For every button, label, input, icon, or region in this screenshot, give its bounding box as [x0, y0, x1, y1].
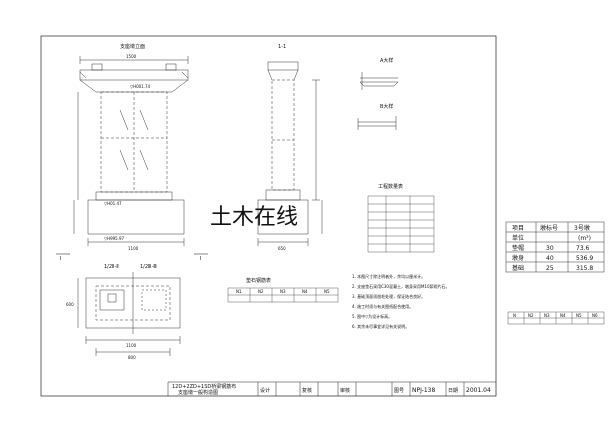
- drawing-no-value: NPJ-138: [412, 387, 435, 394]
- note-line: 4. 施工时须与有关图纸配合使用。: [352, 303, 413, 309]
- rebar-table: [227, 287, 339, 303]
- detail-a-drawing: [359, 72, 399, 90]
- section-base-dim: 650: [278, 246, 286, 251]
- approve-label: 审核: [340, 387, 350, 394]
- front-elevation-view: [73, 56, 189, 246]
- small-table-header: N4: [560, 313, 566, 318]
- note-line: 6. 其余未尽事宜详见有关说明。: [352, 323, 409, 329]
- note-line: 5. 图中▽为设计标高。: [352, 313, 392, 319]
- small-table-header: N2: [528, 313, 534, 318]
- date-value: 2001.04: [466, 387, 491, 394]
- qty-row-label: 基础: [512, 264, 524, 272]
- small-table-header: N5: [576, 313, 582, 318]
- elevation-top: ▽H001.74: [130, 84, 151, 89]
- detail-a-label: A大样: [380, 57, 393, 64]
- date-label: 日期: [448, 388, 458, 394]
- cap-width-dim: 1500: [126, 54, 137, 59]
- base-width-dim: 1100: [128, 246, 139, 251]
- design-label: 设计: [260, 387, 270, 394]
- plan-height-dim: 600: [66, 302, 74, 307]
- elevation-mid: ▽H01.47: [104, 201, 122, 206]
- section-marker-right: Ⅰ: [200, 256, 201, 262]
- small-table-header: N3: [544, 313, 550, 318]
- qty-row-grade: 30: [546, 245, 554, 252]
- detail-b-label: B大样: [380, 103, 393, 110]
- elevation-bottom: ▽H995.97: [104, 236, 125, 241]
- drawing-frame: [40, 35, 497, 397]
- qty-row-value: 536.9: [576, 255, 593, 262]
- rebar-header-n2: N2: [258, 289, 264, 294]
- qty-row-label: 墩身: [512, 254, 524, 262]
- qty-row-grade: 40: [546, 255, 554, 262]
- qty-header-grade: 墩标号: [540, 224, 558, 232]
- title-block: [167, 381, 496, 396]
- rebar-header-n4: N4: [302, 289, 308, 294]
- small-table-header: N: [513, 313, 516, 318]
- notes-block: 1. 本图尺寸除注明者外，余均以厘米计。 2. 支座垫石采用C30混凝土，墩身采…: [352, 273, 450, 329]
- watermark-text: 土木在线: [210, 205, 298, 230]
- qty-row-value: 315.8: [576, 265, 593, 272]
- section-b-label: 1/2Ⅱ-Ⅱ: [104, 264, 119, 270]
- qty-row-value: 73.6: [576, 245, 590, 252]
- qty-unit-value: (m³): [578, 235, 591, 242]
- review-label: 复核: [302, 387, 312, 394]
- material-table: [367, 195, 435, 253]
- plan-section-view: [77, 272, 181, 356]
- drawing-title-line1: 12D+2ZD+1SD桥梁钢筋布: [172, 383, 236, 390]
- drawing-no-label: 图号: [394, 388, 404, 394]
- section-1-1-view: [257, 61, 323, 246]
- qty-header-item: 项目: [512, 225, 524, 232]
- quantity-table: [505, 221, 605, 273]
- qty-row-label: 垫帽: [512, 244, 524, 252]
- small-table-header: N6: [592, 313, 598, 318]
- section-a-label: 1-1: [278, 44, 286, 50]
- note-line: 1. 本图尺寸除注明者外，余均以厘米计。: [352, 273, 425, 279]
- plan-width-dim: 1100: [126, 343, 137, 348]
- section-c-label: 1/2Ⅲ-Ⅲ: [140, 264, 157, 270]
- qty-row-grade: 25: [546, 265, 554, 272]
- drawing-title-line2: 支座墩一般构造图: [178, 389, 218, 396]
- plan-inner-dim: 800: [128, 355, 136, 360]
- rebar-table-title: 垫石钢筋表: [246, 277, 271, 284]
- front-view-label: 支座墩立面: [120, 43, 145, 50]
- detail-b-drawing: [357, 116, 397, 130]
- note-line: 2. 支座垫石采用C30混凝土，墩身采用M10浆砌片石。: [352, 283, 450, 289]
- small-table: [507, 311, 605, 325]
- rebar-header-n5: N5: [324, 289, 330, 294]
- qty-unit-label: 单位: [512, 234, 524, 242]
- qty-header-pier: 3号墩: [574, 224, 590, 232]
- rebar-header-n3: N3: [280, 289, 286, 294]
- section-marker-left: Ⅰ: [60, 256, 61, 262]
- note-line: 3. 基础顶面须凿毛处理，保证结合良好。: [352, 293, 425, 299]
- material-table-title: 工程数量表: [378, 183, 403, 190]
- rebar-header-n1: N1: [236, 289, 242, 294]
